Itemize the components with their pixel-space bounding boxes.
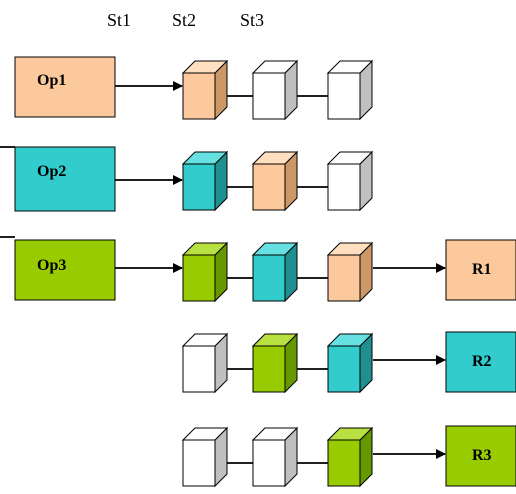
pipeline-cube <box>326 150 374 212</box>
stage-label-st1: St1 <box>107 10 131 30</box>
r2-box: R2 <box>445 331 516 393</box>
op3-box: Op3 <box>14 239 116 301</box>
pipeline-cube <box>326 426 374 488</box>
pipeline-cube <box>326 59 374 121</box>
r1-box: R1 <box>445 239 516 301</box>
op3-label: Op3 <box>37 257 66 274</box>
r1-label: R1 <box>472 261 492 278</box>
r3-label: R3 <box>472 447 492 464</box>
pipeline-cube <box>251 59 299 121</box>
pipeline-cube <box>251 241 299 303</box>
stage-label-st3: St3 <box>240 10 264 30</box>
op2-box: Op2 <box>14 146 116 212</box>
pipeline-cube <box>181 426 229 488</box>
pipeline-cubes <box>181 59 374 488</box>
r2-label: R2 <box>472 353 492 370</box>
pipeline-cube <box>181 332 229 394</box>
op1-box: Op1 <box>14 56 116 118</box>
pipeline-cube <box>181 150 229 212</box>
pipeline-cube <box>181 241 229 303</box>
op2-label: Op2 <box>37 163 66 180</box>
r3-box: R3 <box>445 425 516 487</box>
pipeline-cube <box>251 150 299 212</box>
pipeline-cube <box>251 332 299 394</box>
pipeline-cube <box>251 426 299 488</box>
left-bracket <box>0 146 15 238</box>
pipeline-cube <box>326 241 374 303</box>
pipeline-cube <box>326 332 374 394</box>
stage-label-st2: St2 <box>172 10 196 30</box>
op1-label: Op1 <box>37 72 66 89</box>
pipeline-cube <box>181 59 229 121</box>
